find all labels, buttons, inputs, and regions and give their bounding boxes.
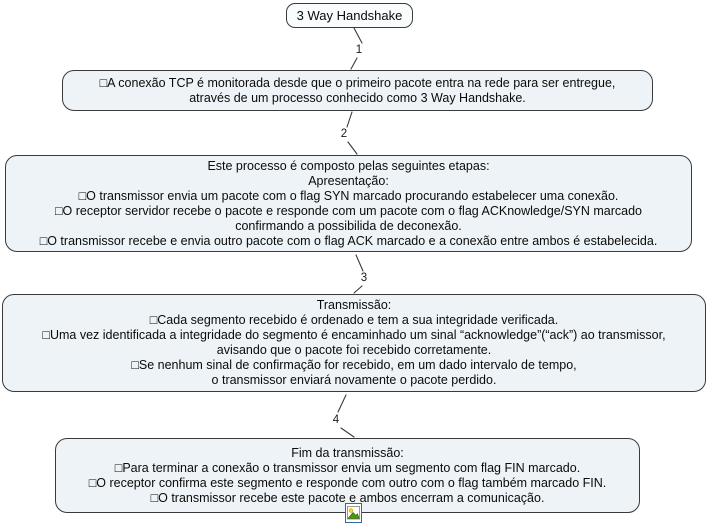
node-text-line: através de um processo conhecido como 3 … — [189, 90, 526, 105]
edge-4-lower — [340, 427, 355, 438]
edge-label-4: 4 — [331, 414, 341, 426]
node-text-line: □O transmissor recebe este pacote e ambo… — [150, 490, 545, 505]
edge-3-lower — [353, 285, 363, 294]
node-text-line: Apresentação: — [308, 173, 389, 188]
node-text-line: Fim da transmissão: — [291, 445, 404, 460]
node-text-line: avisando que o pacote foi recebido corre… — [216, 343, 492, 357]
node-text-line: □Para terminar a conexão o transmissor e… — [114, 460, 581, 475]
edge-1-upper — [353, 27, 363, 44]
edge-label-1: 1 — [354, 44, 364, 56]
node-text-line: □Cada segmento recebido é ordenado e tem… — [149, 313, 559, 327]
edge-label-3: 3 — [359, 272, 369, 284]
node-text-line: □O receptor confirma este segmento e res… — [88, 475, 607, 490]
image-icon[interactable] — [345, 503, 362, 523]
node-text-line: □O receptor servidor recebe o pacote e r… — [54, 203, 643, 218]
node-text-line: □A conexão TCP é monitorada desde que o … — [99, 75, 616, 90]
node-text-line: confirmando a possibilida de deconexão. — [235, 218, 462, 233]
node-text-line: Este processo é composto pelas seguintes… — [207, 158, 490, 173]
node-text-line: o transmissor enviará novamente o pacote… — [211, 373, 497, 387]
node-text-line: □O transmissor recebe e envia outro paco… — [39, 233, 658, 248]
node-apresentacao[interactable]: Este processo é composto pelas seguintes… — [5, 155, 692, 252]
node-text-line: Transmissão: — [316, 298, 392, 312]
edge-1-lower — [350, 57, 358, 70]
node-transmissao[interactable]: Transmissão: □Cada segmento recebido é o… — [2, 294, 706, 392]
node-text-line: □Se nenhum sinal de confirmação for rece… — [131, 358, 577, 372]
edge-label-2: 2 — [339, 128, 349, 140]
node-fim-transmissao[interactable]: Fim da transmissão: □Para terminar a con… — [55, 438, 640, 513]
edge-2-upper — [346, 111, 353, 128]
node-tcp-monitoring[interactable]: □A conexão TCP é monitorada desde que o … — [62, 70, 653, 111]
edge-4-upper — [337, 394, 347, 413]
node-root-label: 3 Way Handshake — [296, 8, 403, 23]
edge-2-lower — [347, 141, 358, 155]
node-text-line: □O transmissor envia um pacote com o fla… — [78, 188, 619, 203]
node-root[interactable]: 3 Way Handshake — [286, 3, 413, 28]
edge-3-upper — [355, 254, 364, 272]
node-text-line: □Uma vez identificada a integridade do s… — [42, 328, 666, 342]
